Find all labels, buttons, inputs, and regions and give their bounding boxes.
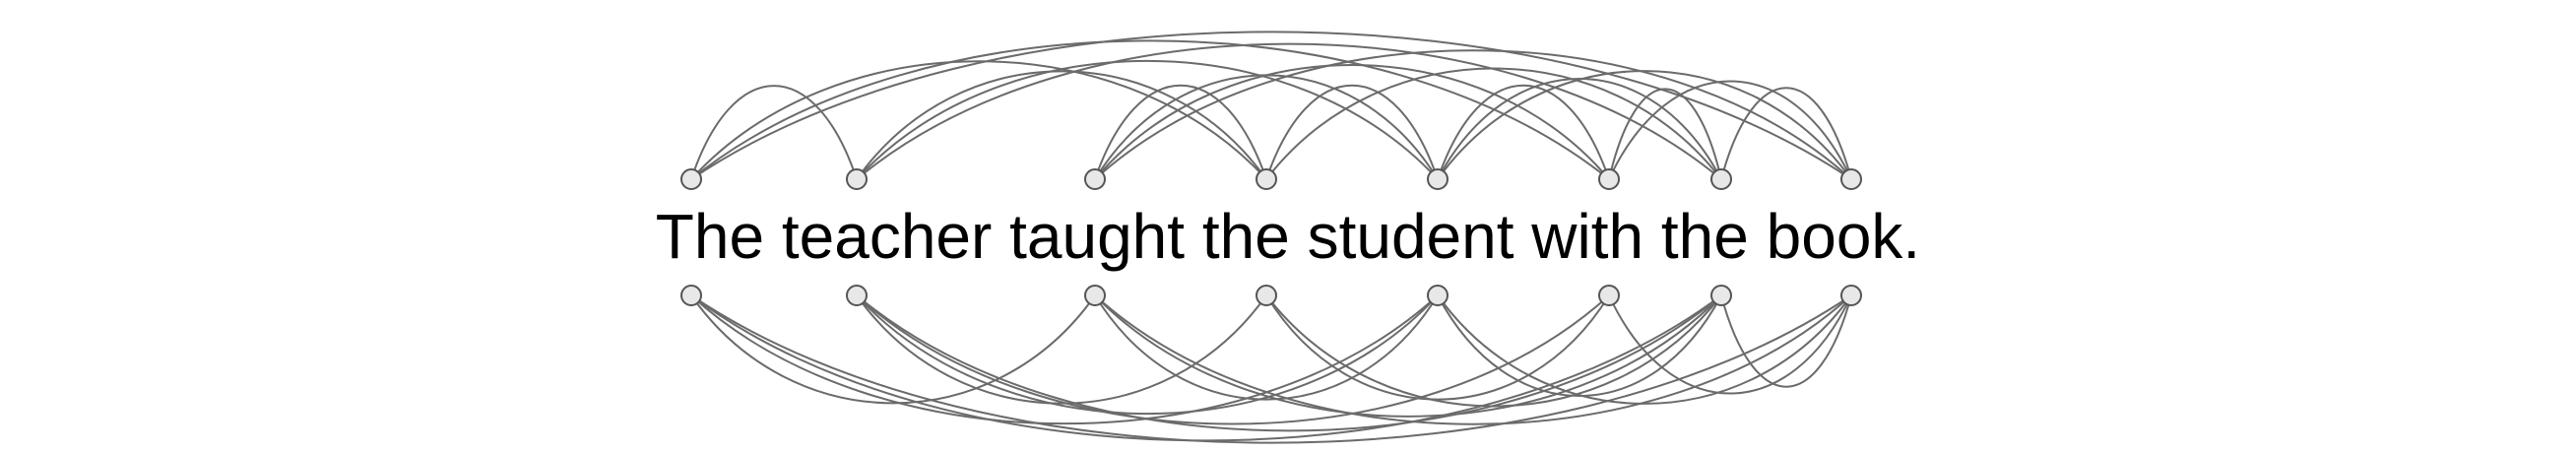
top-arc-4-5 — [1437, 85, 1610, 180]
bottom-node-3 — [1256, 285, 1277, 306]
top-node-0 — [680, 168, 702, 190]
top-arc-0-7 — [690, 31, 1852, 180]
top-arc-2-5 — [1094, 63, 1610, 180]
bottom-node-7 — [1840, 285, 1862, 306]
top-node-4 — [1427, 168, 1449, 190]
top-arc-2-4 — [1094, 74, 1439, 180]
top-node-7 — [1840, 168, 1862, 190]
bottom-arc-3-6 — [1265, 294, 1722, 408]
bottom-node-1 — [846, 285, 868, 306]
bottom-arc-6-7 — [1720, 294, 1852, 388]
top-arc-3-6 — [1265, 67, 1722, 180]
bottom-node-6 — [1710, 285, 1732, 306]
top-arc-1-6 — [856, 42, 1722, 180]
top-node-3 — [1256, 168, 1277, 190]
top-arc-1-4 — [856, 59, 1439, 180]
top-arc-1-3 — [856, 70, 1267, 180]
top-arc-0-1 — [690, 85, 858, 180]
bottom-arc-1-5 — [856, 294, 1610, 425]
top-node-5 — [1598, 168, 1620, 190]
top-arc-2-7 — [1094, 49, 1852, 180]
bottom-arc-0-7 — [690, 294, 1852, 444]
bottom-arc-1-6 — [856, 294, 1722, 432]
sentence-text: The teacher taught the student with the … — [656, 201, 1920, 272]
bottom-arc-1-3 — [856, 294, 1267, 405]
bottom-arc-3-5 — [1265, 294, 1610, 401]
bottom-arc-4-6 — [1437, 294, 1722, 398]
bottom-arc-0-4 — [690, 294, 1439, 425]
bottom-arc-2-7 — [1094, 294, 1852, 425]
bottom-node-0 — [680, 285, 702, 306]
bottom-arc-0-2 — [690, 294, 1096, 405]
top-arc-6-7 — [1720, 87, 1852, 180]
bottom-arc-2-6 — [1094, 294, 1722, 418]
top-node-6 — [1710, 168, 1732, 190]
bottom-node-4 — [1427, 285, 1449, 306]
top-arc-5-6 — [1608, 88, 1722, 180]
bottom-nodes — [680, 285, 1862, 306]
top-nodes — [680, 168, 1862, 190]
bottom-node-5 — [1598, 285, 1620, 306]
top-node-1 — [846, 168, 868, 190]
top-arc-2-3 — [1094, 85, 1267, 180]
top-arc-0-3 — [690, 60, 1267, 180]
top-arc-3-4 — [1265, 85, 1439, 180]
top-node-2 — [1084, 168, 1106, 190]
bottom-arcs — [690, 294, 1852, 444]
bottom-node-2 — [1084, 285, 1106, 306]
bottom-arc-2-4 — [1094, 294, 1439, 401]
top-arc-4-7 — [1437, 70, 1852, 180]
top-arc-5-7 — [1608, 80, 1852, 180]
bottom-arc-1-4 — [856, 294, 1439, 416]
bottom-arc-5-7 — [1608, 294, 1852, 395]
bottom-arc-4-7 — [1437, 294, 1852, 405]
top-arcs — [690, 31, 1852, 180]
